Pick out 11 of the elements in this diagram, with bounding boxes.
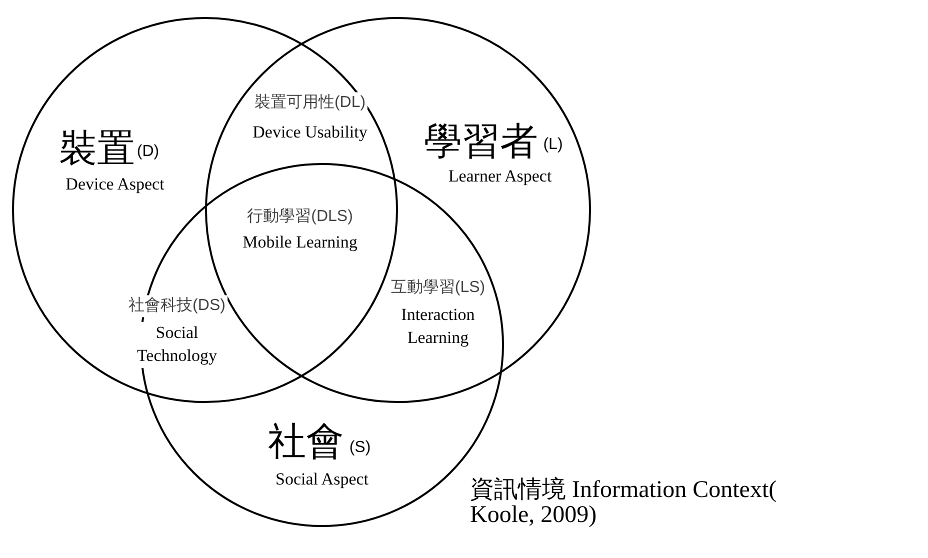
circle-heading: 社會 — [268, 422, 344, 464]
circle-heading: 學習者 — [424, 122, 538, 164]
circle-heading: 裝置 — [59, 129, 135, 171]
circle-code: (L) — [543, 136, 563, 154]
circle-subtitle: Social Aspect — [276, 470, 368, 490]
caption: 資訊情境 Information Context( Koole, 2009) — [470, 478, 778, 528]
circle-subtitle: Learner Aspect — [448, 168, 552, 186]
region-title: 社會科技(DS) — [126, 295, 228, 317]
circle-subtitle: Device Aspect — [66, 176, 164, 194]
circle-code: (D) — [136, 143, 160, 161]
circle-code: (S) — [349, 439, 371, 457]
